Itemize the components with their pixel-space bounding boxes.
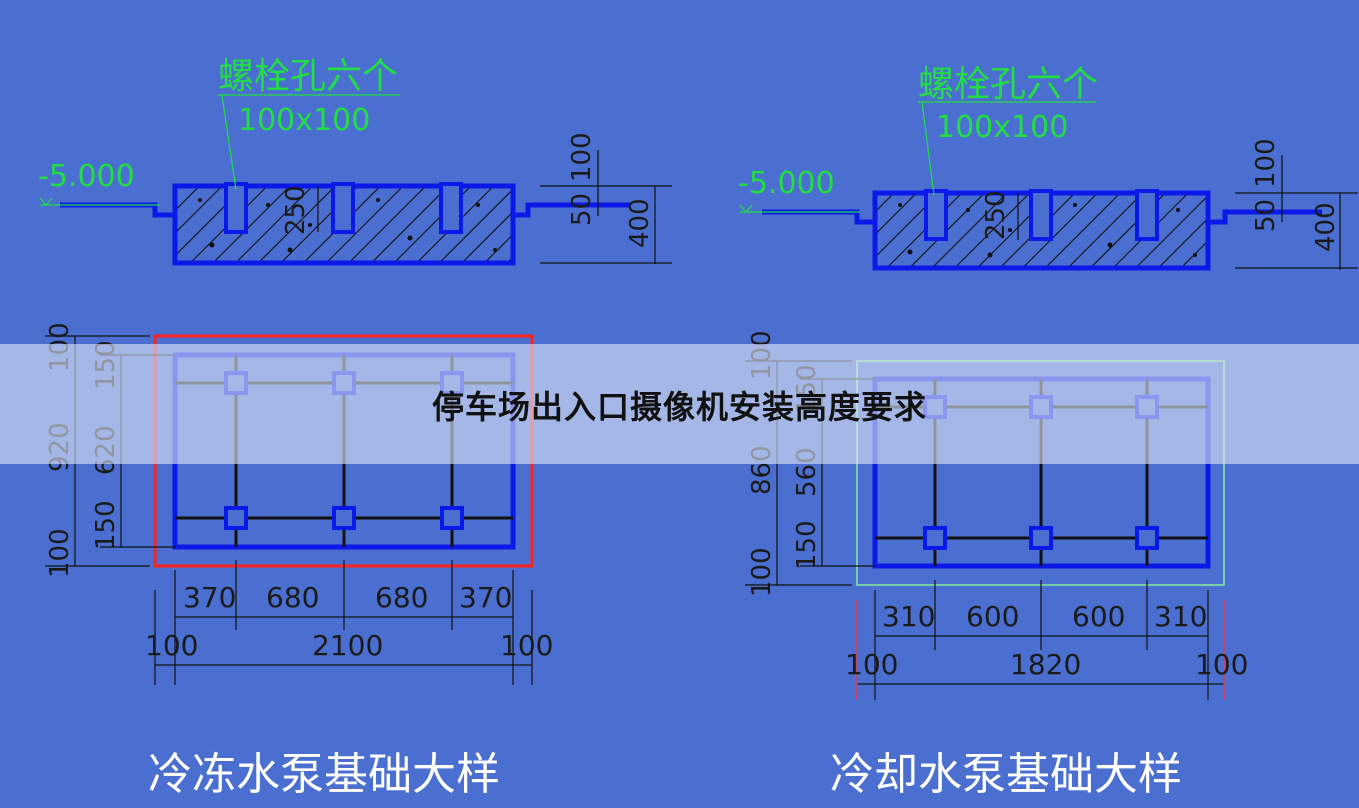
banner-title: 停车场出入口摄像机安装高度要求 (431, 388, 927, 426)
bolt-hole (224, 506, 248, 530)
left-plan-dim-370b: 370 (459, 581, 512, 614)
bolt-hole (439, 182, 463, 234)
right-hole-note: 螺栓孔六个 (918, 64, 1098, 105)
left-elevation-label: -5.000 (38, 159, 135, 194)
right-plan-view: 100 860 100 150 560 150 310 600 600 310 … (745, 330, 1248, 700)
left-plan-dim-100b: 100 (500, 629, 553, 662)
left-section-view: -5.000 螺栓孔六个 100x100 250 100 50 400 (38, 56, 672, 266)
left-dim-400: 400 (625, 198, 655, 248)
left-dim-100: 100 (567, 132, 597, 182)
right-dim-100: 100 (1251, 138, 1281, 188)
bolt-hole (1135, 526, 1159, 550)
right-elevation-label: -5.000 (738, 166, 835, 201)
left-plan-dim-680b: 680 (375, 581, 428, 614)
left-plan-dim-2100: 2100 (312, 629, 383, 662)
right-drawing-caption: 冷却水泵基础大样 (830, 749, 1182, 800)
left-depth-label: 250 (281, 185, 311, 235)
right-plan-dim-100a: 100 (845, 648, 898, 681)
left-plan-dim-370a: 370 (183, 581, 236, 614)
bolt-hole (1029, 526, 1053, 550)
bolt-hole (332, 506, 356, 530)
left-plan-dim-inner-bottom: 150 (91, 500, 121, 550)
left-plan-dim-680a: 680 (266, 581, 319, 614)
right-plan-dim-600b: 600 (1072, 600, 1125, 633)
right-section-view: -5.000 螺栓孔六个 100x100 250 100 50 400 (738, 64, 1358, 271)
bolt-hole (331, 182, 355, 234)
right-plan-dim-310b: 310 (1154, 600, 1207, 633)
right-plan-dim-1820: 1820 (1010, 648, 1081, 681)
bolt-hole (440, 506, 464, 530)
left-plan-dim-outer-bottom: 100 (45, 528, 75, 578)
bolt-hole (224, 182, 248, 234)
left-drawing-caption: 冷冻水泵基础大样 (148, 749, 500, 800)
title-banner: 停车场出入口摄像机安装高度要求 (0, 344, 1359, 464)
right-plan-dim-600a: 600 (966, 600, 1019, 633)
left-dim-50: 50 (567, 193, 597, 226)
bolt-hole (1029, 189, 1053, 241)
right-hole-size: 100x100 (936, 110, 1068, 145)
right-plan-dim-100b: 100 (1195, 648, 1248, 681)
left-hole-size: 100x100 (238, 103, 370, 138)
right-plan-dim-310a: 310 (882, 600, 935, 633)
bolt-hole (924, 189, 948, 241)
right-plan-dim-outer-bottom: 100 (747, 547, 777, 597)
left-hole-note: 螺栓孔六个 (218, 56, 398, 97)
right-depth-label: 250 (981, 190, 1011, 240)
left-plan-dim-100a: 100 (145, 629, 198, 662)
right-dim-50: 50 (1251, 199, 1281, 232)
right-plan-dim-inner-bottom: 150 (792, 520, 822, 570)
right-dim-400: 400 (1311, 202, 1341, 252)
bolt-hole (923, 526, 947, 550)
bolt-hole (1135, 189, 1159, 241)
